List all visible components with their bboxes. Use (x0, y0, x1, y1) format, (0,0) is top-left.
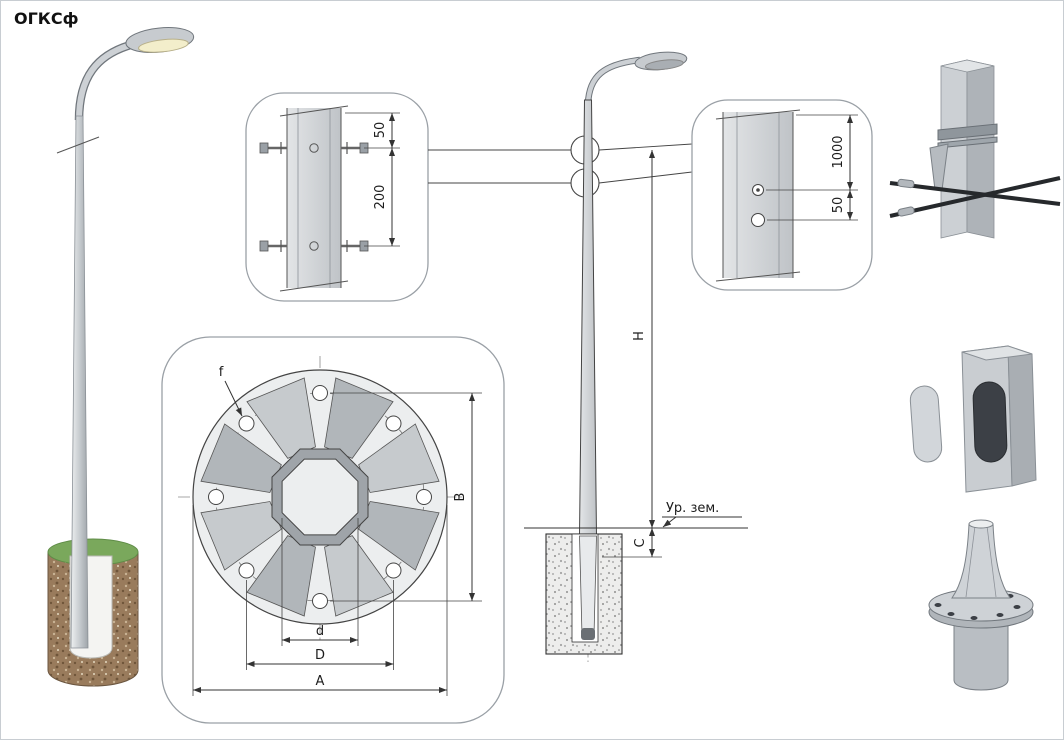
cable-2 (889, 176, 1061, 218)
detail-flange-plan: f B d D A (161, 336, 505, 724)
dim-1000: 1000 (831, 135, 846, 168)
octagonal-tube-section (271, 448, 369, 546)
dim-d: d (316, 624, 324, 639)
base-tube-flare (951, 523, 1011, 599)
lower-hole (751, 213, 765, 227)
dim-f: f (219, 365, 224, 380)
pole-3d-render (47, 27, 195, 687)
cable-1 (889, 181, 1061, 206)
detail-hole: 1000 50 (691, 99, 873, 291)
dim-B: B (453, 493, 468, 502)
elevation-luminaire (634, 51, 688, 71)
luminaire (125, 27, 195, 53)
access-door-3d-render (909, 345, 1037, 493)
flange-bolt-holes-3d (934, 590, 1021, 620)
pole-base-cap (581, 628, 595, 640)
dim-D: D (315, 648, 325, 663)
door-opening (972, 381, 1008, 463)
dim-200: 200 (373, 185, 388, 210)
pole-shaft (70, 115, 89, 649)
flange-base-3d-render (928, 519, 1034, 691)
embedded-pole-base (579, 535, 597, 637)
pole-elevation: H C Ур. зем. (524, 51, 748, 662)
detail-top-connection: 50 200 (245, 92, 429, 302)
drawing-title: ОГКСф (14, 9, 79, 28)
dim-A: A (316, 674, 325, 689)
ground-level-label: Ур. зем. (666, 501, 719, 516)
flange-outer-circle (192, 369, 448, 625)
band-clamp (937, 123, 998, 141)
dim-H: H (632, 331, 647, 341)
dim-50-top: 50 (373, 122, 388, 139)
grounding-3d-render (889, 59, 1061, 239)
break-mark (56, 136, 100, 154)
pole-column-section (287, 108, 341, 288)
dim-C: C (633, 538, 648, 547)
base-skirt (953, 611, 1009, 691)
dim-50-right: 50 (831, 197, 846, 214)
flange-bolt-holes (208, 385, 432, 609)
door-cover-plate (909, 385, 943, 463)
